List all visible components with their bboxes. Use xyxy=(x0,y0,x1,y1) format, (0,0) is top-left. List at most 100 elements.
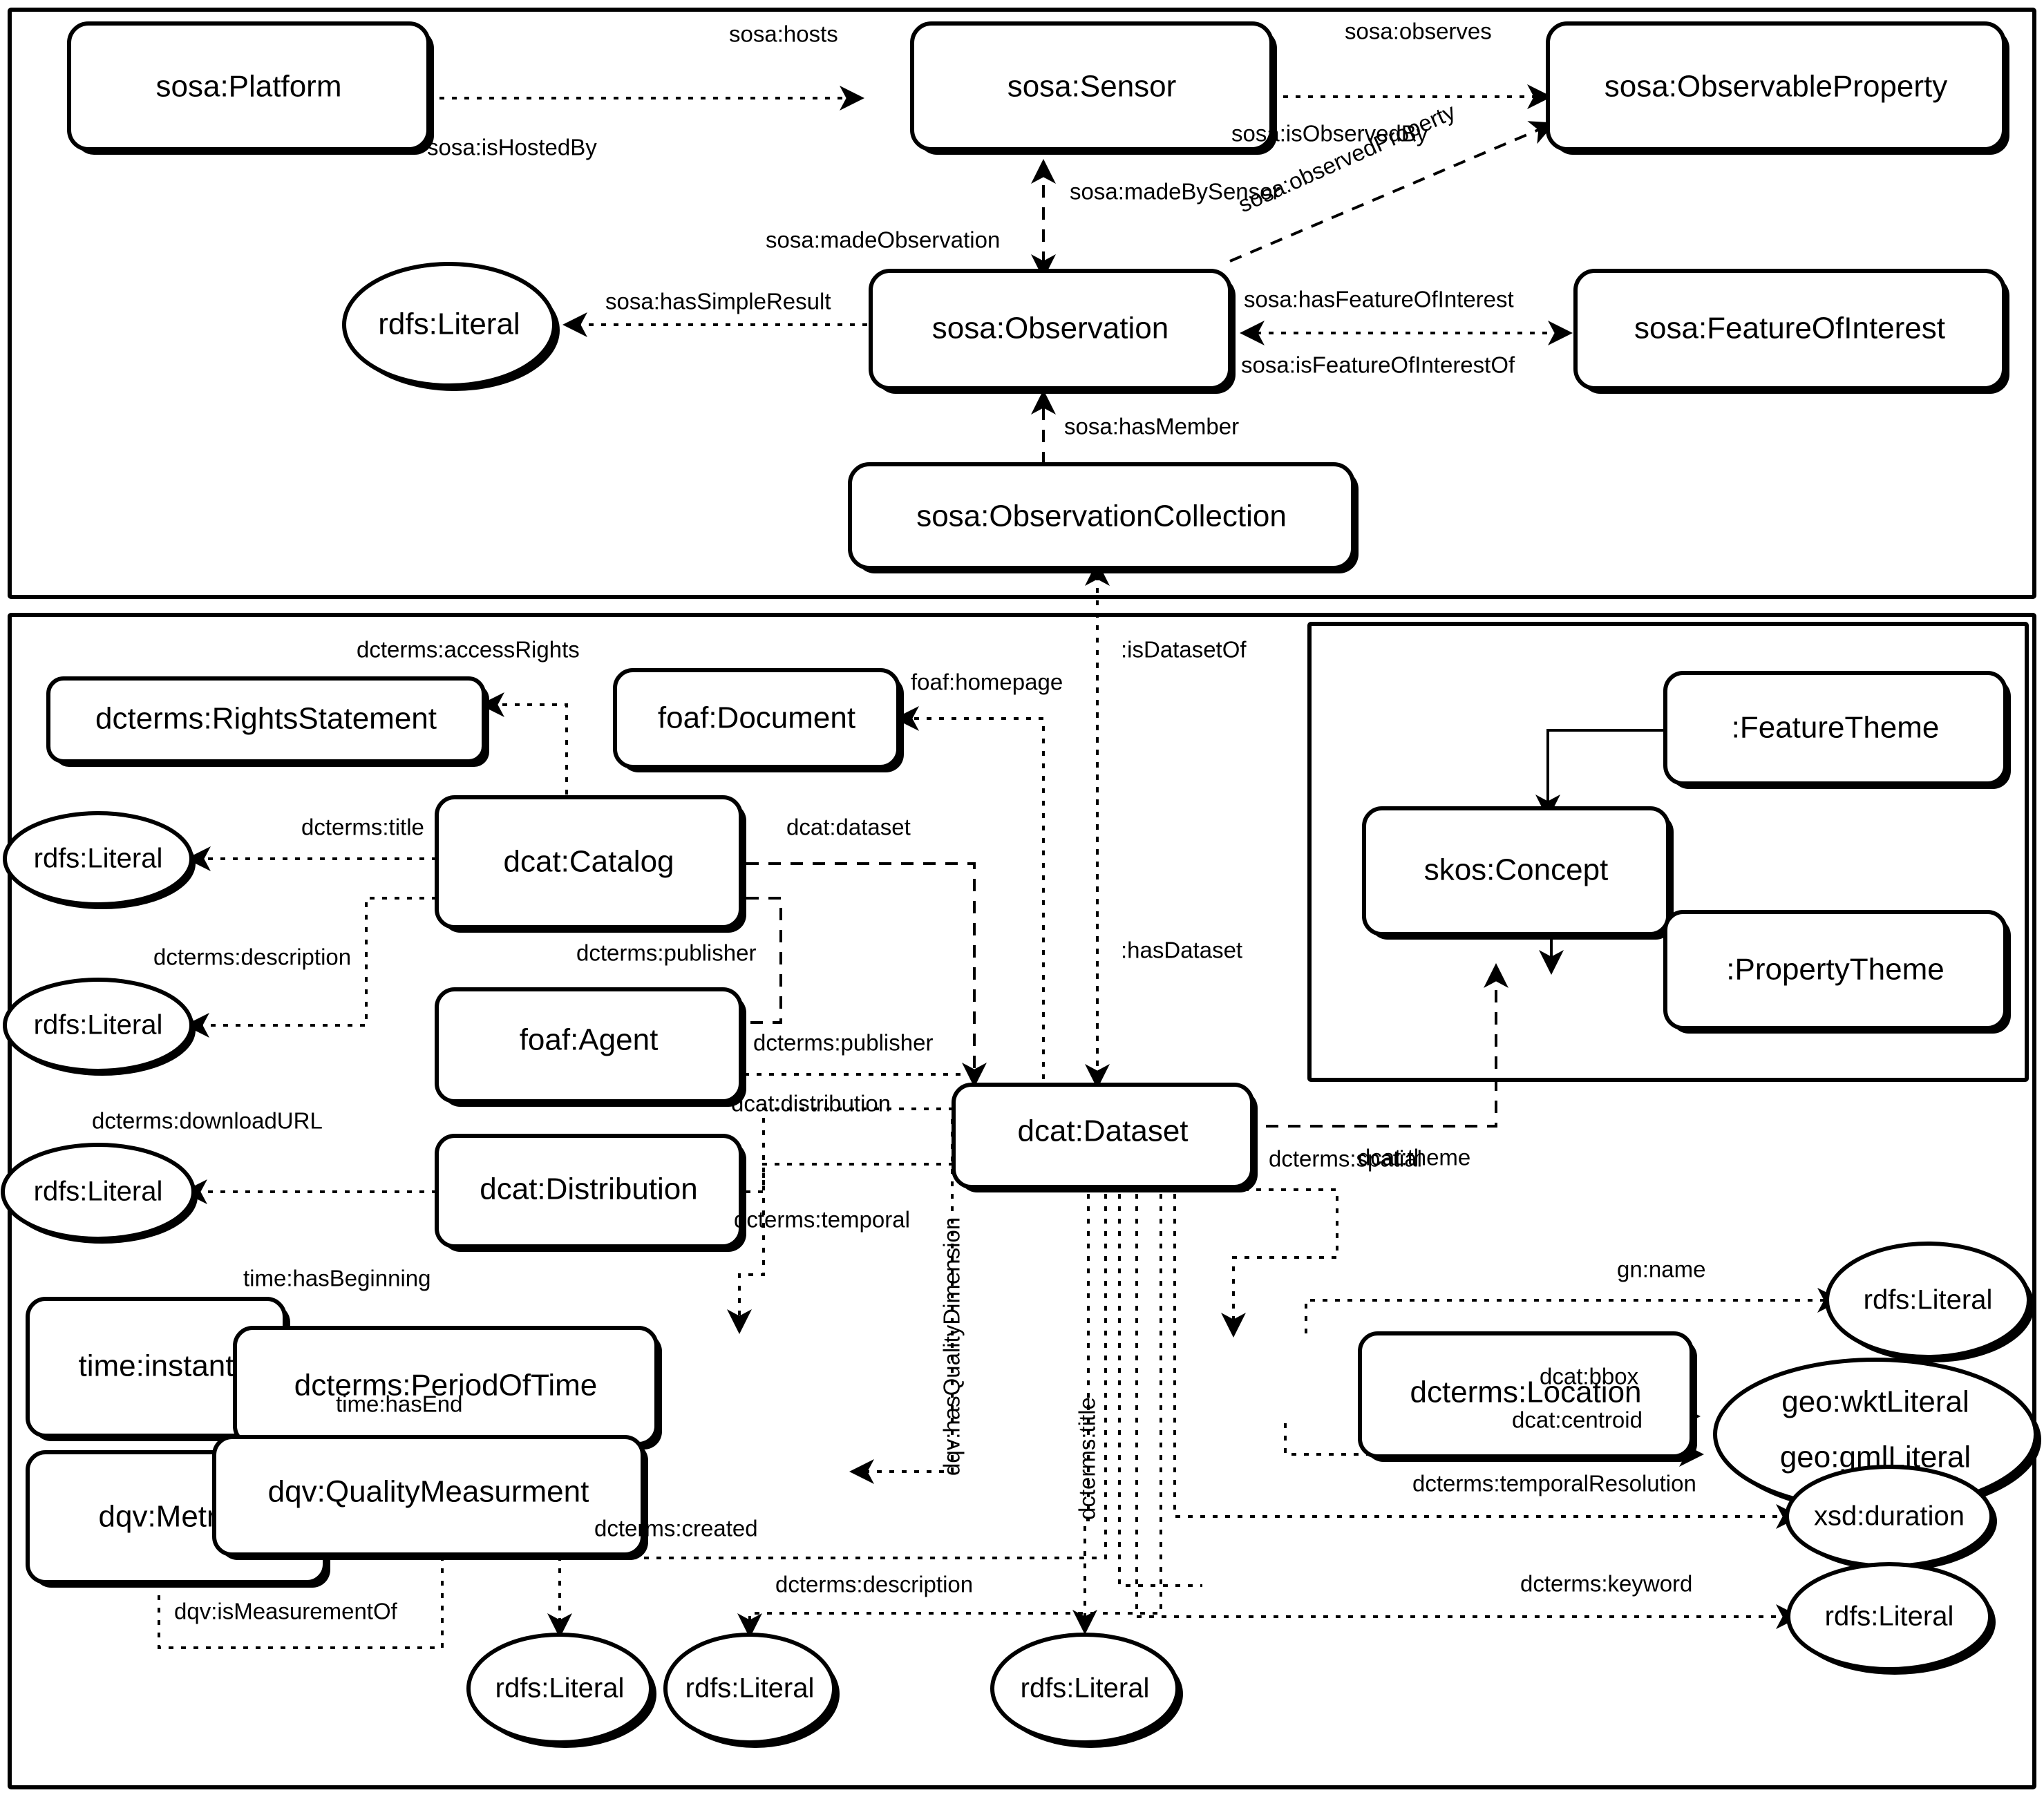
edge-label-dcat-dataset: dcat:dataset xyxy=(786,815,911,840)
edge-label-isfoiof: sosa:isFeatureOfInterestOf xyxy=(1241,352,1515,378)
node-label: foaf:Document xyxy=(658,701,855,735)
edge-label-temporal: dcterms:temporal xyxy=(734,1207,910,1233)
edge-label-ds-title: dcterms:title xyxy=(1075,1397,1100,1520)
node-label: rdfs:Literal xyxy=(685,1673,815,1704)
node-label: rdfs:Literal xyxy=(1825,1601,1954,1632)
edge-theme xyxy=(1244,963,1508,1128)
node-label: rdfs:Literal xyxy=(34,844,163,874)
edge-label-hassimpleresult: sosa:hasSimpleResult xyxy=(605,289,831,314)
edge-cat-publisher xyxy=(715,897,782,1035)
edge-label-ismeasurementof: dqv:isMeasurementOf xyxy=(174,1599,398,1624)
node-dcterms-periodoftime[interactable]: dcterms:PeriodOfTime xyxy=(233,1326,662,1449)
edge-keyword xyxy=(1135,1119,1801,1629)
node-label: :PropertyTheme xyxy=(1726,953,1944,987)
node-geo-literals[interactable]: geo:wktLiteral geo:gmlLiteral xyxy=(1713,1358,2041,1514)
edge-label-hasbeginning: time:hasBeginning xyxy=(243,1266,431,1291)
edge-observedproperty xyxy=(1229,121,1555,263)
node-label: sosa:FeatureOfInterest xyxy=(1634,312,1945,345)
edge-temporalresolution xyxy=(1173,1119,1801,1529)
node-xsd-duration[interactable]: xsd:duration xyxy=(1785,1465,1997,1571)
node-label: rdfs:Literal xyxy=(34,1177,163,1207)
edge-label-keyword: dcterms:keyword xyxy=(1520,1571,1692,1597)
node-label: sosa:ObservableProperty xyxy=(1605,70,1947,104)
edge-label-created: dcterms:created xyxy=(594,1516,758,1541)
edge-label-homepage: foaf:homepage xyxy=(911,669,1063,695)
node-label: sosa:Platform xyxy=(156,70,342,104)
node-rdfs-literal-catalog-description[interactable]: rdfs:Literal xyxy=(3,978,196,1076)
node-label: dcat:Dataset xyxy=(1017,1114,1188,1148)
edge-label-centroid: dcat:centroid xyxy=(1512,1407,1643,1433)
node-label: sosa:ObservationCollection xyxy=(916,500,1287,533)
node-propertytheme[interactable]: :PropertyTheme xyxy=(1663,910,2011,1034)
edge-gnname xyxy=(1305,1288,1842,1333)
node-rdfs-literal-ds-description[interactable]: rdfs:Literal xyxy=(663,1633,840,1748)
edge-spatial xyxy=(1221,1188,1338,1338)
node-rdfs-literal-gnname[interactable]: rdfs:Literal xyxy=(1825,1242,2034,1362)
edge-created xyxy=(547,1119,1107,1638)
node-foaf-document[interactable]: foaf:Document xyxy=(613,668,904,772)
edge-homepage xyxy=(894,706,1045,1092)
edge-label-observes: sosa:observes xyxy=(1345,19,1492,44)
node-sosa-observationcollection[interactable]: sosa:ObservationCollection xyxy=(848,462,1359,573)
node-label: rdfs:Literal xyxy=(34,1010,163,1040)
node-label: rdfs:Literal xyxy=(495,1673,625,1704)
node-dcterms-rightsstatement[interactable]: dcterms:RightsStatement xyxy=(46,676,489,767)
edge-label-cat-publisher: dcterms:publisher xyxy=(576,940,756,966)
node-label: rdfs:Literal xyxy=(1021,1673,1150,1704)
node-rdfs-literal-simple-result[interactable]: rdfs:Literal xyxy=(342,262,560,391)
node-sosa-sensor[interactable]: sosa:Sensor xyxy=(910,21,1277,155)
edge-label-madebysensor: sosa:madeBySensor xyxy=(1070,179,1280,205)
node-label: sosa:Sensor xyxy=(1007,70,1177,104)
node-dcat-dataset[interactable]: dcat:Dataset xyxy=(952,1083,1258,1192)
node-label: sosa:Observation xyxy=(932,312,1168,345)
node-label: rdfs:Literal xyxy=(378,307,520,341)
edge-ds-title xyxy=(1072,1119,1097,1635)
edge-label-hasmember: sosa:hasMember xyxy=(1064,414,1239,439)
edge-label-cat-title: dcterms:title xyxy=(301,815,424,840)
node-foaf-agent[interactable]: foaf:Agent xyxy=(435,987,746,1107)
edge-label-hasend: time:hasEnd xyxy=(336,1391,462,1417)
edge-dcat-dataset xyxy=(746,862,987,1087)
node-rdfs-literal-created[interactable]: rdfs:Literal xyxy=(466,1633,656,1748)
edge-label-ishostedby: sosa:isHostedBy xyxy=(427,135,597,160)
edge-label-hosts: sosa:hosts xyxy=(729,21,838,47)
edge-label-bbox: dcat:bbox xyxy=(1540,1364,1639,1389)
edge-featuretheme-subclass xyxy=(1535,729,1665,819)
node-label: dcat:Distribution xyxy=(480,1172,697,1206)
node-time-instant[interactable]: time:instant xyxy=(26,1297,290,1441)
edge-label-hasqualitydimension: dqv:hasQualityDimension xyxy=(939,1217,965,1476)
node-dcat-catalog[interactable]: dcat:Catalog xyxy=(435,795,746,933)
node-label: dqv:QualityMeasurment xyxy=(268,1475,589,1509)
node-rdfs-literal-catalog-title[interactable]: rdfs:Literal xyxy=(3,811,196,909)
node-rdfs-literal-keyword[interactable]: rdfs:Literal xyxy=(1786,1562,1996,1675)
node-sosa-platform[interactable]: sosa:Platform xyxy=(67,21,434,155)
node-rdfs-literal-ds-title[interactable]: rdfs:Literal xyxy=(990,1633,1183,1748)
edge-cat-description xyxy=(184,897,437,1038)
node-label: dcterms:PeriodOfTime xyxy=(294,1369,597,1403)
node-sosa-featureofinterest[interactable]: sosa:FeatureOfInterest xyxy=(1573,269,2009,394)
node-label: skos:Concept xyxy=(1424,853,1609,887)
node-label: foaf:Agent xyxy=(520,1023,659,1057)
node-label-wkt: geo:wktLiteral xyxy=(1781,1385,1969,1419)
edge-label-theme: dcat:theme xyxy=(1358,1145,1470,1170)
edge-label-distribution: dcat:distribution xyxy=(731,1091,891,1116)
node-dqv-qualitymeasurment[interactable]: dqv:QualityMeasurment xyxy=(212,1435,648,1560)
node-rdfs-literal-downloadurl[interactable]: rdfs:Literal xyxy=(1,1143,198,1244)
node-label: time:instant xyxy=(79,1349,234,1383)
edge-label-downloadurl: dcterms:downloadURL xyxy=(92,1108,323,1134)
node-sosa-observation[interactable]: sosa:Observation xyxy=(869,269,1236,394)
node-sosa-observableproperty[interactable]: sosa:ObservableProperty xyxy=(1546,21,2009,155)
edge-label-hasfoi: sosa:hasFeatureOfInterest xyxy=(1244,287,1514,312)
edge-accessrights xyxy=(480,692,568,807)
edge-label-spatial: dcterms:spatial xyxy=(1269,1146,1422,1172)
node-label: xsd:duration xyxy=(1814,1501,1965,1532)
edge-label-isobservedby: sosa:isObservedBy xyxy=(1231,121,1428,146)
node-label: :FeatureTheme xyxy=(1732,711,1940,745)
node-featuretheme[interactable]: :FeatureTheme xyxy=(1663,671,2011,789)
node-skos-concept[interactable]: skos:Concept xyxy=(1362,806,1674,940)
node-dcat-distribution[interactable]: dcat:Distribution xyxy=(435,1134,746,1252)
edge-hasqualitydimension xyxy=(849,1119,954,1484)
node-dcterms-location[interactable]: dcterms:Location xyxy=(1358,1331,1697,1462)
edge-label-madeobservation: sosa:madeObservation xyxy=(766,227,1000,253)
